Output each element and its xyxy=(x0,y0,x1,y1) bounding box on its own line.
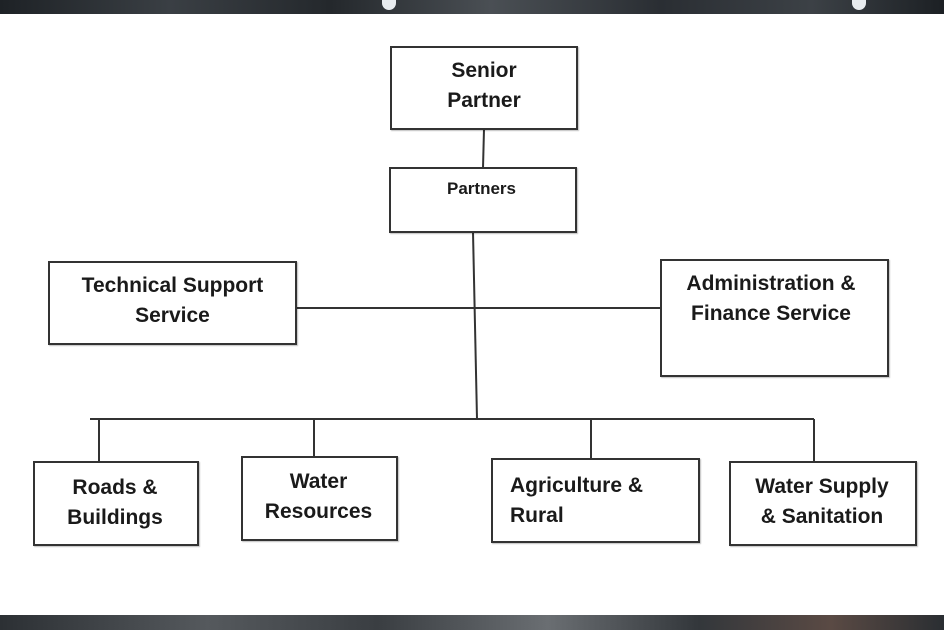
connector-partners-trunk xyxy=(472,231,478,420)
partners-box xyxy=(389,167,577,233)
division-label-roads: Roads & Buildings xyxy=(67,476,163,529)
division-label-water-supply: Water Supply & Sanitation xyxy=(755,475,889,528)
admin-finance-box xyxy=(660,259,889,377)
senior-partner-box xyxy=(390,46,578,130)
division-box-agriculture xyxy=(491,458,700,543)
partners-label: Partners xyxy=(447,179,516,198)
technical-support-box xyxy=(48,261,297,345)
admin-finance-label: Administration & Finance Service xyxy=(686,272,856,325)
light-glint xyxy=(852,0,866,10)
technical-support-label: Technical Support Service xyxy=(81,274,264,327)
division-box-water-resources xyxy=(241,456,398,541)
division-box-water-supply xyxy=(729,461,917,546)
background-photo-bottom xyxy=(0,615,944,630)
background-photo-top xyxy=(0,0,944,14)
division-box-roads xyxy=(33,461,199,546)
senior-partner-label: Senior Partner xyxy=(447,59,521,112)
division-label-agriculture: Agriculture & Rural xyxy=(510,474,644,527)
light-glint xyxy=(382,0,396,10)
connector-senior-to-partners xyxy=(482,128,485,169)
division-label-water-resources: Water Resources xyxy=(264,470,373,523)
